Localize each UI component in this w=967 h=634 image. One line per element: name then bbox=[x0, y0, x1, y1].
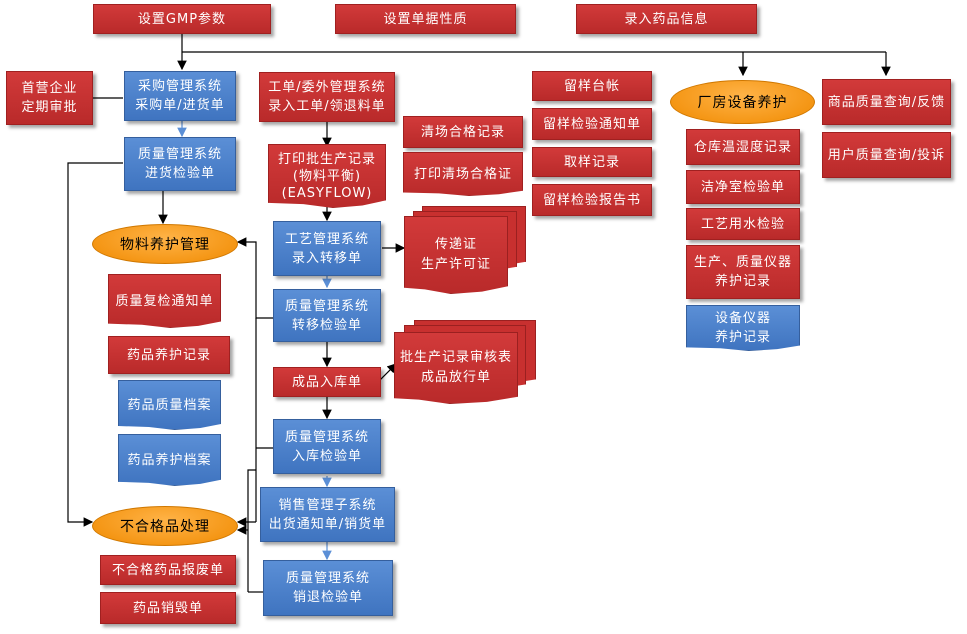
user-quality-complaint: 用户质量查询/投诉 bbox=[822, 132, 951, 178]
set-doc-props-label: 设置单据性质 bbox=[383, 11, 468, 27]
purchase-system: 采购管理系统 采购单/进货单 bbox=[124, 71, 236, 121]
warehouse-temp-record: 仓库温湿度记录 bbox=[686, 129, 800, 165]
recheck-notice-label: 质量复检通知单 bbox=[115, 293, 214, 309]
qm-stockin-line1: 质量管理系统 bbox=[284, 429, 369, 445]
process-system: 工艺管理系统 录入转移单 bbox=[273, 221, 381, 276]
sample-report: 留样检验报告书 bbox=[532, 184, 652, 216]
scrap-report: 不合格药品报废单 bbox=[100, 555, 236, 585]
facility-care-oval: 厂房设备养护 bbox=[670, 80, 815, 124]
qm-incoming-inspection: 质量管理系统 进货检验单 bbox=[124, 137, 236, 191]
print-clear-cert-label: 打印清场合格证 bbox=[413, 166, 512, 182]
work-order-system: 工单/委外管理系统 录入工单/领退料单 bbox=[259, 72, 395, 122]
cleanroom-label: 洁净室检验单 bbox=[700, 179, 785, 195]
print-batch-line1: 打印批生产记录 bbox=[277, 151, 376, 167]
print-batch-line2: (物料平衡) bbox=[292, 168, 362, 184]
clear-record: 清场合格记录 bbox=[403, 116, 523, 148]
material-care-label: 物料养护管理 bbox=[120, 237, 210, 253]
sales-system-line2: 出货通知单/销货单 bbox=[268, 516, 387, 532]
print-batch-line3: (EASYFLOW) bbox=[281, 185, 373, 201]
qm-transfer-inspection: 质量管理系统 转移检验单 bbox=[273, 289, 381, 342]
equipment-care-record: 设备仪器 养护记录 bbox=[686, 305, 800, 351]
sample-ledger: 留样台帐 bbox=[532, 71, 652, 101]
drug-care-file-label: 药品养护档案 bbox=[127, 452, 212, 468]
process-system-line1: 工艺管理系统 bbox=[284, 231, 369, 247]
purchase-system-line2: 采购单/进货单 bbox=[135, 98, 225, 113]
equipment-care-line1: 设备仪器 bbox=[714, 311, 771, 326]
drug-destroy-label: 药品销毁单 bbox=[132, 600, 203, 616]
material-care-oval: 物料养护管理 bbox=[92, 224, 238, 264]
transfer-cert-line2: 生产许可证 bbox=[420, 257, 491, 272]
process-water-label: 工艺用水检验 bbox=[700, 216, 785, 232]
drug-destroy: 药品销毁单 bbox=[100, 592, 236, 624]
sampling-record: 取样记录 bbox=[532, 147, 652, 177]
batch-review-line1: 批生产记录审核表 bbox=[399, 350, 512, 365]
supplier-review: 首营企业 定期审批 bbox=[6, 71, 93, 125]
drug-care-record: 药品养护记录 bbox=[108, 336, 230, 374]
qm-transfer-line1: 质量管理系统 bbox=[284, 298, 369, 314]
sampling-record-label: 取样记录 bbox=[563, 154, 620, 170]
qm-stockin-inspection: 质量管理系统 入库检验单 bbox=[273, 419, 381, 474]
print-batch-record: 打印批生产记录 (物料平衡) (EASYFLOW) bbox=[268, 144, 386, 208]
process-system-line2: 录入转移单 bbox=[291, 250, 362, 266]
scrap-report-label: 不合格药品报废单 bbox=[111, 562, 224, 578]
equipment-care-line2: 养护记录 bbox=[714, 330, 771, 345]
supplier-review-line2: 定期审批 bbox=[21, 100, 78, 115]
clear-record-label: 清场合格记录 bbox=[420, 124, 505, 140]
sample-notice-label: 留样检验通知单 bbox=[542, 116, 641, 132]
qm-return-line2: 销退检验单 bbox=[292, 590, 363, 605]
transfer-cert-stack: 传递证 生产许可证 bbox=[404, 206, 526, 296]
product-quality-query: 商品质量查询/反馈 bbox=[822, 79, 951, 125]
sample-notice: 留样检验通知单 bbox=[532, 108, 652, 140]
sales-system-line1: 销售管理子系统 bbox=[278, 497, 377, 513]
enter-drug-info: 录入药品信息 bbox=[576, 4, 757, 34]
instrument-care-line2: 养护记录 bbox=[714, 274, 771, 289]
qm-incoming-line2: 进货检验单 bbox=[144, 166, 215, 181]
qm-return-inspection: 质量管理系统 销退检验单 bbox=[263, 560, 393, 616]
instrument-care-record: 生产、质量仪器 养护记录 bbox=[686, 245, 800, 299]
set-gmp-params-label: 设置GMP参数 bbox=[137, 11, 227, 27]
batch-review-line2: 成品放行单 bbox=[420, 370, 491, 385]
cleanroom-inspection: 洁净室检验单 bbox=[686, 170, 800, 204]
sample-report-label: 留样检验报告书 bbox=[542, 192, 641, 208]
user-quality-complaint-label: 用户质量查询/投诉 bbox=[827, 147, 946, 163]
transfer-cert: 传递证 生产许可证 bbox=[404, 216, 508, 294]
warehouse-temp-label: 仓库温湿度记录 bbox=[693, 139, 792, 155]
nonconforming-label: 不合格品处理 bbox=[120, 519, 210, 535]
recheck-notice: 质量复检通知单 bbox=[108, 274, 221, 328]
process-water-inspection: 工艺用水检验 bbox=[686, 208, 800, 240]
drug-care-file: 药品养护档案 bbox=[118, 434, 221, 486]
drug-quality-file-label: 药品质量档案 bbox=[127, 397, 212, 413]
qm-incoming-line1: 质量管理系统 bbox=[137, 147, 222, 162]
sample-ledger-label: 留样台帐 bbox=[563, 78, 620, 94]
purchase-system-line1: 采购管理系统 bbox=[137, 79, 222, 94]
transfer-cert-line1: 传递证 bbox=[434, 237, 477, 252]
instrument-care-line1: 生产、质量仪器 bbox=[693, 255, 792, 270]
print-clear-cert: 打印清场合格证 bbox=[403, 152, 523, 196]
drug-care-record-label: 药品养护记录 bbox=[126, 347, 211, 363]
nonconforming-oval: 不合格品处理 bbox=[92, 506, 238, 546]
product-quality-query-label: 商品质量查询/反馈 bbox=[827, 94, 946, 110]
qm-return-line1: 质量管理系统 bbox=[285, 571, 370, 586]
qm-transfer-line2: 转移检验单 bbox=[291, 317, 362, 333]
batch-review: 批生产记录审核表 成品放行单 bbox=[394, 332, 518, 404]
qm-stockin-line2: 入库检验单 bbox=[291, 448, 362, 464]
finished-stock-in-label: 成品入库单 bbox=[291, 374, 362, 390]
finished-stock-in: 成品入库单 bbox=[273, 367, 381, 397]
set-doc-props: 设置单据性质 bbox=[335, 4, 516, 34]
drug-quality-file: 药品质量档案 bbox=[118, 380, 221, 430]
work-order-line1: 工单/委外管理系统 bbox=[268, 80, 386, 95]
work-order-line2: 录入工单/领退料单 bbox=[268, 99, 386, 114]
enter-drug-info-label: 录入药品信息 bbox=[624, 11, 709, 27]
supplier-review-line1: 首营企业 bbox=[21, 81, 78, 96]
facility-care-label: 厂房设备养护 bbox=[697, 95, 788, 111]
batch-review-stack: 批生产记录审核表 成品放行单 bbox=[394, 320, 536, 406]
set-gmp-params: 设置GMP参数 bbox=[93, 4, 271, 34]
sales-system: 销售管理子系统 出货通知单/销货单 bbox=[260, 487, 395, 542]
